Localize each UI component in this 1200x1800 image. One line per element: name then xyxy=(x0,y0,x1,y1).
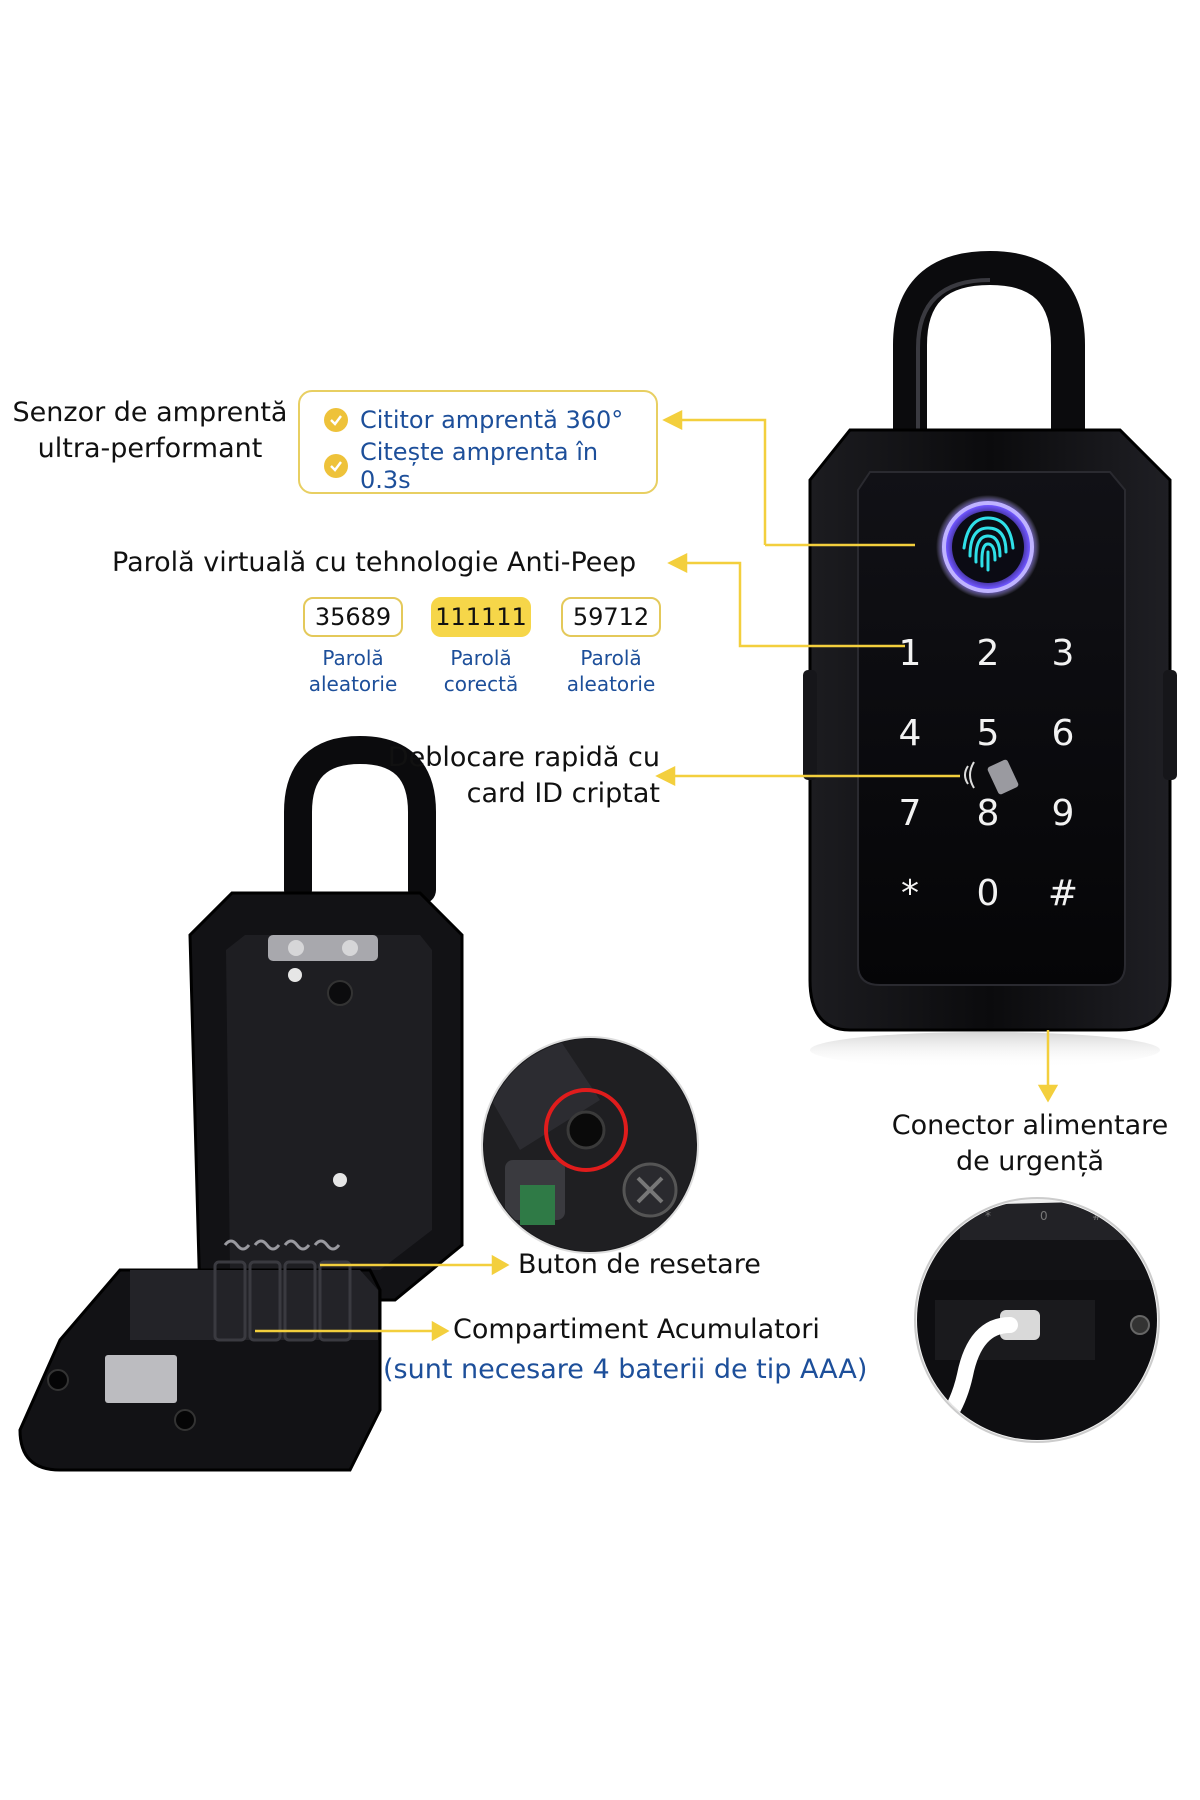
keypad-key-9: 9 xyxy=(1052,793,1075,834)
id-card-label-line1: Deblocare rapidă cu xyxy=(387,742,660,773)
reset-button-label: Buton de resetare xyxy=(518,1249,761,1280)
keypad-key-5: 5 xyxy=(977,713,1000,754)
keypad-key-7: 7 xyxy=(899,793,922,834)
keypad-key-1: 1 xyxy=(899,633,922,674)
caption-line2: corectă xyxy=(443,672,519,696)
lockbox-open xyxy=(18,735,464,1472)
keypad-keys: 1 2 3 4 5 6 7 8 9 * 0 # xyxy=(899,633,1079,914)
lockbox-closed xyxy=(803,250,1177,1068)
caption-line2: aleatorie xyxy=(308,672,398,696)
keypad-panel xyxy=(857,471,1126,986)
pin-random-2: 59712 xyxy=(561,597,661,637)
keypad-key-6: 6 xyxy=(1052,713,1075,754)
check-icon xyxy=(324,408,348,432)
emergency-power-zoom: * 0 # xyxy=(914,1197,1160,1443)
shackle xyxy=(893,250,1085,457)
pin-correct: 111111 xyxy=(431,597,531,637)
keypad-key-hash: # xyxy=(1048,873,1078,914)
keypad-key-3: 3 xyxy=(1052,633,1075,674)
keypad-key-2: 2 xyxy=(977,633,1000,674)
reset-button-zoom xyxy=(481,1036,699,1254)
keypad-key-0: 0 xyxy=(977,873,1000,914)
caption-line1: Parolă xyxy=(450,646,512,670)
feature-text: Citește amprenta în 0.3s xyxy=(359,438,599,494)
reset-highlight-ring xyxy=(544,1088,628,1172)
emergency-label-line2: de urgență xyxy=(955,1146,1105,1177)
anti-peep-label: Parolă virtuală cu tehnologie Anti-Peep xyxy=(112,547,637,578)
feature-text: Cititor amprentă 360° xyxy=(360,406,624,434)
pin-caption-2: Parolă corectă xyxy=(421,645,541,697)
keypad-key-star: * xyxy=(901,873,919,914)
keypad-key-8: 8 xyxy=(977,793,1000,834)
caption-line1: Parolă xyxy=(580,646,642,670)
feature-row-speed: Citește amprenta în 0.3s xyxy=(300,438,656,494)
svg-text:0: 0 xyxy=(1040,1209,1048,1223)
battery-compartment-label: Compartiment Acumulatori xyxy=(453,1314,820,1345)
caption-line1: Parolă xyxy=(322,646,384,670)
id-card-label: Deblocare rapidă cu card ID criptat xyxy=(380,740,660,812)
callout-lines xyxy=(255,409,1059,1342)
fingerprint-icon xyxy=(962,516,1015,572)
hinge xyxy=(268,935,378,961)
svg-text:*: * xyxy=(985,1209,991,1223)
battery-compartment xyxy=(213,1239,352,1342)
fingerprint-sensor-label: Senzor de amprentă ultra-performant xyxy=(0,395,300,467)
check-icon xyxy=(324,454,348,478)
fingerprint-label-line2: ultra-performant xyxy=(37,433,263,464)
pin-caption-3: Parolă aleatorie xyxy=(551,645,671,697)
shackle-open xyxy=(284,735,436,904)
id-card-label-line2: card ID criptat xyxy=(466,778,660,809)
keypad-key-4: 4 xyxy=(899,713,922,754)
label-sticker xyxy=(105,1355,177,1403)
emergency-power-label: Conector alimentare de urgență xyxy=(880,1108,1180,1180)
caption-line2: aleatorie xyxy=(566,672,656,696)
fingerprint-label-line1: Senzor de amprentă xyxy=(12,397,288,428)
battery-requirement-note: (sunt necesare 4 baterii de tip AAA) xyxy=(383,1354,868,1385)
feature-row-360: Cititor amprentă 360° xyxy=(300,397,656,443)
emergency-label-line1: Conector alimentare xyxy=(891,1110,1169,1141)
pin-random-1: 35689 xyxy=(303,597,403,637)
rfid-card-icon xyxy=(964,759,1019,795)
pin-caption-1: Parolă aleatorie xyxy=(293,645,413,697)
fingerprint-features-box: Cititor amprentă 360° Citește amprenta î… xyxy=(298,390,658,494)
